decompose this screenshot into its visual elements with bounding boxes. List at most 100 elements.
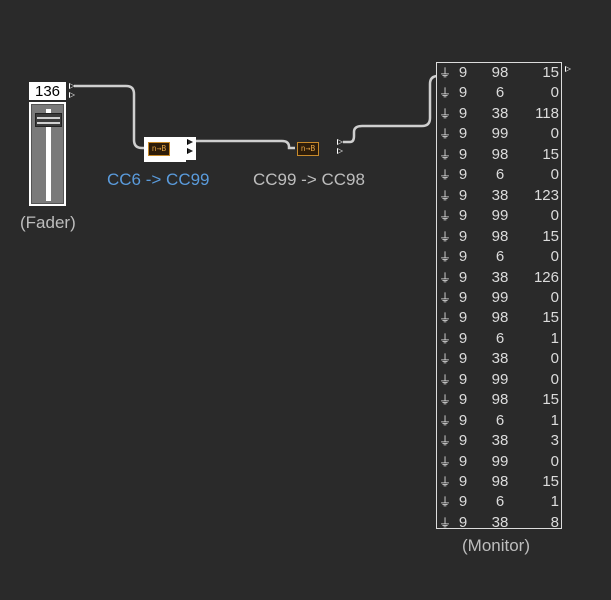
monitor-value: 0 xyxy=(550,84,559,102)
fader-outlet-2-icon[interactable] xyxy=(69,92,75,98)
monitor-channel: 9 xyxy=(458,186,468,204)
monitor-value: 118 xyxy=(535,104,559,122)
midi-event-icon: ⏚ xyxy=(439,66,452,80)
fader-value-display[interactable]: 136 xyxy=(29,82,66,100)
filter1-box[interactable]: n→B xyxy=(144,137,186,162)
monitor-value: 1 xyxy=(550,493,559,511)
monitor-value: 8 xyxy=(550,513,559,531)
monitor-row[interactable]: ⏚ 9 38 8 xyxy=(437,513,561,533)
monitor-channel: 9 xyxy=(458,452,468,470)
monitor-channel: 9 xyxy=(458,329,468,347)
monitor-controller: 98 xyxy=(491,64,509,81)
midi-event-icon: ⏚ xyxy=(439,434,452,449)
wire-filter1-to-filter2[interactable] xyxy=(194,139,295,150)
fader-caption: (Fader) xyxy=(20,213,76,232)
fader-track[interactable] xyxy=(31,104,64,204)
monitor-controller: 99 xyxy=(491,370,509,388)
filter2-filter-icon: n→B xyxy=(297,142,319,156)
monitor-value: 3 xyxy=(550,432,559,450)
fader[interactable]: 136 xyxy=(29,82,66,206)
monitor-row[interactable]: ⏚ 9 38 118 xyxy=(437,104,561,124)
monitor-outlet-icon[interactable] xyxy=(565,66,571,72)
wire-filter2-to-monitor[interactable] xyxy=(343,74,439,144)
midi-event-icon: ⏚ xyxy=(439,413,452,428)
monitor-controller: 99 xyxy=(491,288,509,306)
monitor-channel: 9 xyxy=(458,513,468,531)
monitor-controller: 99 xyxy=(491,207,509,225)
midi-event-icon: ⏚ xyxy=(439,475,452,489)
monitor-controller: 38 xyxy=(491,268,509,286)
monitor-value: 15 xyxy=(542,227,559,245)
monitor-channel: 9 xyxy=(458,370,468,388)
filter2-outlet-1-icon[interactable] xyxy=(337,139,343,145)
monitor-controller: 98 xyxy=(491,145,509,163)
monitor-value: 15 xyxy=(542,473,559,490)
midi-event-icon: ⏚ xyxy=(439,515,452,530)
monitor-controller: 98 xyxy=(491,473,509,490)
midi-event-icon: ⏚ xyxy=(439,352,452,367)
monitor-channel: 9 xyxy=(458,104,468,122)
monitor-value: 0 xyxy=(550,125,559,143)
monitor-value: 0 xyxy=(550,166,559,184)
monitor-value: 15 xyxy=(542,391,559,409)
midi-event-icon: ⏚ xyxy=(439,495,452,510)
fader-handle[interactable] xyxy=(35,112,62,127)
monitor-row[interactable]: ⏚ 9 6 1 xyxy=(437,329,561,349)
monitor-value: 0 xyxy=(550,248,559,266)
monitor-channel: 9 xyxy=(458,125,468,143)
wire-fader-to-filter1[interactable] xyxy=(74,84,146,150)
monitor-controller: 99 xyxy=(491,125,509,143)
filter1-outlet-2-icon[interactable] xyxy=(187,148,193,154)
filter2-box[interactable]: n→B xyxy=(295,140,321,158)
monitor-controller: 38 xyxy=(491,513,509,531)
monitor-channel: 9 xyxy=(458,166,468,184)
midi-event-icon: ⏚ xyxy=(439,106,452,121)
midi-event-icon: ⏚ xyxy=(439,250,452,265)
monitor-controller: 99 xyxy=(491,452,509,470)
fader-outlet-1-icon[interactable] xyxy=(69,83,75,89)
monitor-controller: 38 xyxy=(491,350,509,368)
filter2-caption: CC99 -> CC98 xyxy=(253,170,365,189)
monitor-controller: 6 xyxy=(495,329,505,347)
monitor-controller: 98 xyxy=(491,391,509,409)
monitor-value: 0 xyxy=(550,288,559,306)
midi-event-icon: ⏚ xyxy=(439,209,452,224)
monitor-value: 15 xyxy=(542,64,559,81)
monitor-channel: 9 xyxy=(458,493,468,511)
midi-event-icon: ⏚ xyxy=(439,393,452,408)
monitor-value: 1 xyxy=(550,329,559,347)
monitor-channel: 9 xyxy=(458,309,468,327)
midi-event-icon: ⏚ xyxy=(439,127,452,142)
monitor-channel: 9 xyxy=(458,227,468,245)
filter2-outlet-2-icon[interactable] xyxy=(337,148,343,154)
monitor-controller: 38 xyxy=(491,104,509,122)
fader-body[interactable] xyxy=(29,102,66,206)
midi-event-icon: ⏚ xyxy=(439,331,452,346)
monitor-channel: 9 xyxy=(458,411,468,429)
filter1-outlet-1-icon[interactable] xyxy=(187,139,193,145)
midi-event-icon: ⏚ xyxy=(439,188,452,203)
midi-event-icon: ⏚ xyxy=(439,147,452,162)
monitor-value: 15 xyxy=(542,309,559,327)
